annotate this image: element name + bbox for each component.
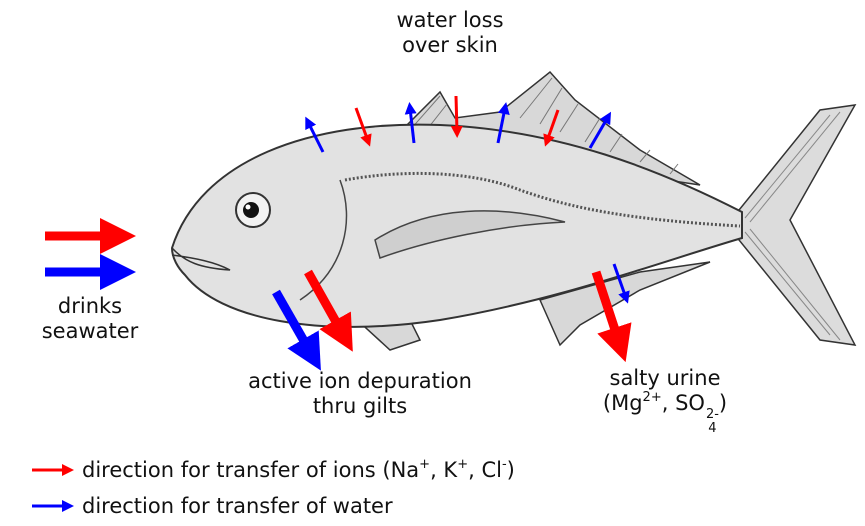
legend-ion-arrow-icon (32, 464, 74, 476)
legend-water: direction for transfer of water (30, 494, 393, 518)
pectoral-fin (374, 210, 566, 259)
arrows (45, 95, 632, 371)
skin-ion-arrow (543, 109, 560, 147)
urine-close: ) (718, 391, 728, 415)
mg-charge: 2+ (642, 390, 662, 405)
urine-ion-arrow (591, 270, 632, 363)
so4-sub: 4 (708, 421, 717, 436)
gill-water-arrow (272, 289, 321, 371)
skin-water-arrow (305, 116, 325, 153)
urine-line1: salty urine (609, 366, 721, 390)
lateral-line (344, 171, 741, 228)
k-charge: + (457, 457, 469, 472)
water-loss-label: water loss over skin (375, 8, 525, 58)
anal-fin (538, 261, 711, 347)
drinks-line1: drinks (57, 294, 123, 318)
water-loss-line2: over skin (402, 33, 498, 57)
na-charge: + (419, 457, 431, 472)
water-loss-line1: water loss (396, 8, 504, 32)
depuration-line2: thru gilts (312, 394, 408, 418)
urine-water-arrow (612, 263, 630, 304)
drinks-seawater-label: drinks seawater (28, 294, 152, 344)
fish-illustration (170, 70, 857, 351)
legend-ions-main: direction for transfer of ions (Na (82, 458, 420, 482)
legend-ions-text: direction for transfer of ions (Na+, K+,… (82, 458, 515, 482)
skin-ion-arrow (354, 107, 372, 147)
legend-sep2: , Cl (468, 458, 502, 482)
drinks-line2: seawater (41, 319, 139, 343)
skin-water-arrow (496, 102, 510, 144)
skin-ion-arrow (450, 95, 463, 138)
legend-sep1: , K (430, 458, 458, 482)
skin-water-arrow (588, 111, 612, 149)
skin-water-arrow (404, 102, 417, 144)
urine-open: (Mg (602, 391, 643, 415)
legend-ions: direction for transfer of ions (Na+, K+,… (30, 458, 515, 482)
cl-charge: - (501, 457, 507, 472)
legend-close: ) (506, 458, 515, 482)
gill-ion-arrow (304, 269, 353, 352)
urine-sep: , SO (661, 391, 705, 415)
tail-fin (734, 104, 857, 346)
depuration-line1: active ion depuration (248, 369, 472, 393)
legend-water-arrow-icon (32, 500, 74, 512)
legend-water-text: direction for transfer of water (82, 494, 393, 518)
fish-mouth (171, 247, 231, 271)
depuration-label: active ion depuration thru gilts (225, 369, 495, 419)
so4-charge: 2- (705, 407, 719, 422)
so4-charge-index: 2-4 (706, 408, 719, 436)
